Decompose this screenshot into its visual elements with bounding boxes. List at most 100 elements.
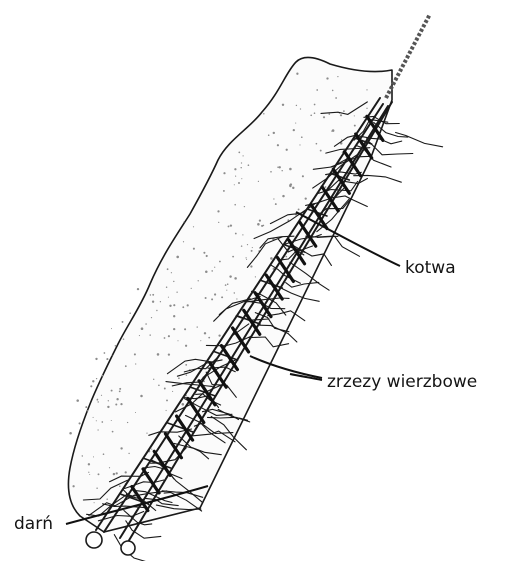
stipple-dot	[135, 412, 136, 413]
stipple-dot	[206, 255, 208, 257]
stipple-dot	[111, 355, 112, 356]
stipple-dot	[160, 301, 161, 302]
stipple-dot	[316, 89, 318, 91]
stipple-dot	[296, 73, 298, 75]
stipple-dot	[245, 257, 246, 258]
stipple-dot	[87, 410, 88, 411]
stipple-dot	[219, 261, 221, 263]
stipple-dot	[343, 110, 345, 112]
stipple-dot	[326, 77, 328, 79]
label-turf: darń	[14, 514, 53, 534]
stipple-dot	[335, 97, 337, 99]
stipple-dot	[141, 327, 144, 330]
stipple-dot	[251, 250, 253, 252]
stipple-dot	[263, 113, 265, 115]
stipple-dot	[164, 388, 166, 390]
stipple-dot	[151, 317, 152, 318]
stipple-dot	[150, 294, 151, 295]
stipple-dot	[298, 208, 300, 210]
stake-end-left	[86, 532, 102, 548]
stipple-dot	[268, 134, 270, 136]
stipple-dot	[125, 365, 127, 367]
stipple-dot	[299, 144, 300, 145]
stipple-dot	[241, 178, 242, 179]
stipple-dot	[169, 305, 171, 307]
stipple-dot	[234, 204, 236, 206]
stipple-dot	[281, 170, 282, 171]
stipple-dot	[295, 123, 296, 124]
stipple-dot	[183, 241, 184, 242]
stipple-dot	[204, 332, 206, 334]
stipple-dot	[211, 270, 213, 272]
stipple-dot	[243, 155, 244, 156]
stipple-dot	[158, 385, 160, 387]
stipple-dot	[228, 225, 230, 227]
stipple-dot	[282, 104, 284, 106]
stipple-dot	[332, 90, 334, 92]
stipple-dot	[119, 485, 121, 487]
stipple-dot	[257, 223, 260, 226]
stipple-dot	[263, 225, 265, 227]
stipple-dot	[149, 334, 150, 335]
stipple-dot	[128, 453, 129, 454]
stipple-dot	[134, 353, 136, 355]
stake-end-right	[121, 541, 135, 555]
stipple-dot	[151, 448, 152, 449]
stipple-dot	[221, 296, 223, 298]
stipple-dot	[250, 265, 252, 267]
stipple-dot	[153, 379, 154, 380]
stipple-dot	[234, 292, 235, 293]
stipple-dot	[208, 337, 210, 339]
stipple-dot	[197, 326, 198, 327]
stipple-dot	[289, 168, 292, 171]
stipple-dot	[217, 210, 219, 212]
stipple-dot	[115, 403, 117, 405]
stipple-dot	[125, 471, 127, 473]
stipple-dot	[166, 399, 168, 401]
stipple-dot	[238, 152, 240, 154]
stipple-dot	[94, 502, 95, 503]
stipple-dot	[241, 162, 242, 163]
stipple-dot	[301, 136, 303, 138]
stipple-dot	[176, 292, 177, 293]
stipple-dot	[366, 89, 367, 90]
stipple-dot	[79, 422, 81, 424]
stipple-dot	[111, 420, 112, 421]
stipple-dot	[329, 113, 331, 115]
stipple-dot	[225, 284, 227, 286]
stipple-dot	[246, 259, 247, 260]
stipple-dot	[242, 234, 243, 235]
stipple-dot	[183, 222, 184, 223]
stipple-dot	[145, 323, 147, 325]
stipple-dot	[185, 345, 187, 347]
stipple-dot	[185, 364, 187, 366]
stipple-dot	[129, 313, 130, 314]
stipple-dot	[203, 252, 205, 254]
stipple-dot	[191, 288, 192, 289]
stipple-dot	[193, 248, 195, 250]
stipple-dot	[97, 401, 98, 402]
stipple-dot	[104, 352, 106, 354]
stipple-dot	[106, 358, 108, 360]
stipple-dot	[156, 310, 157, 311]
stipple-dot	[116, 398, 118, 400]
stipple-dot	[119, 388, 121, 390]
stipple-dot	[96, 378, 97, 379]
stipple-dot	[139, 335, 140, 336]
stipple-dot	[316, 143, 318, 145]
stipple-dot	[193, 226, 194, 227]
stipple-dot	[278, 166, 280, 168]
stipple-dot	[108, 400, 109, 401]
stipple-dot	[168, 335, 170, 337]
stipple-dot	[123, 338, 125, 340]
stipple-dot	[234, 277, 237, 280]
stipple-dot	[230, 224, 232, 226]
stipple-dot	[205, 297, 207, 299]
stipple-dot	[93, 417, 94, 418]
stipple-dot	[101, 375, 103, 377]
stipple-dot	[292, 187, 294, 189]
stipple-dot	[93, 456, 94, 457]
stipple-dot	[290, 183, 292, 185]
stipple-dot	[115, 345, 117, 347]
stipple-dot	[314, 112, 316, 114]
